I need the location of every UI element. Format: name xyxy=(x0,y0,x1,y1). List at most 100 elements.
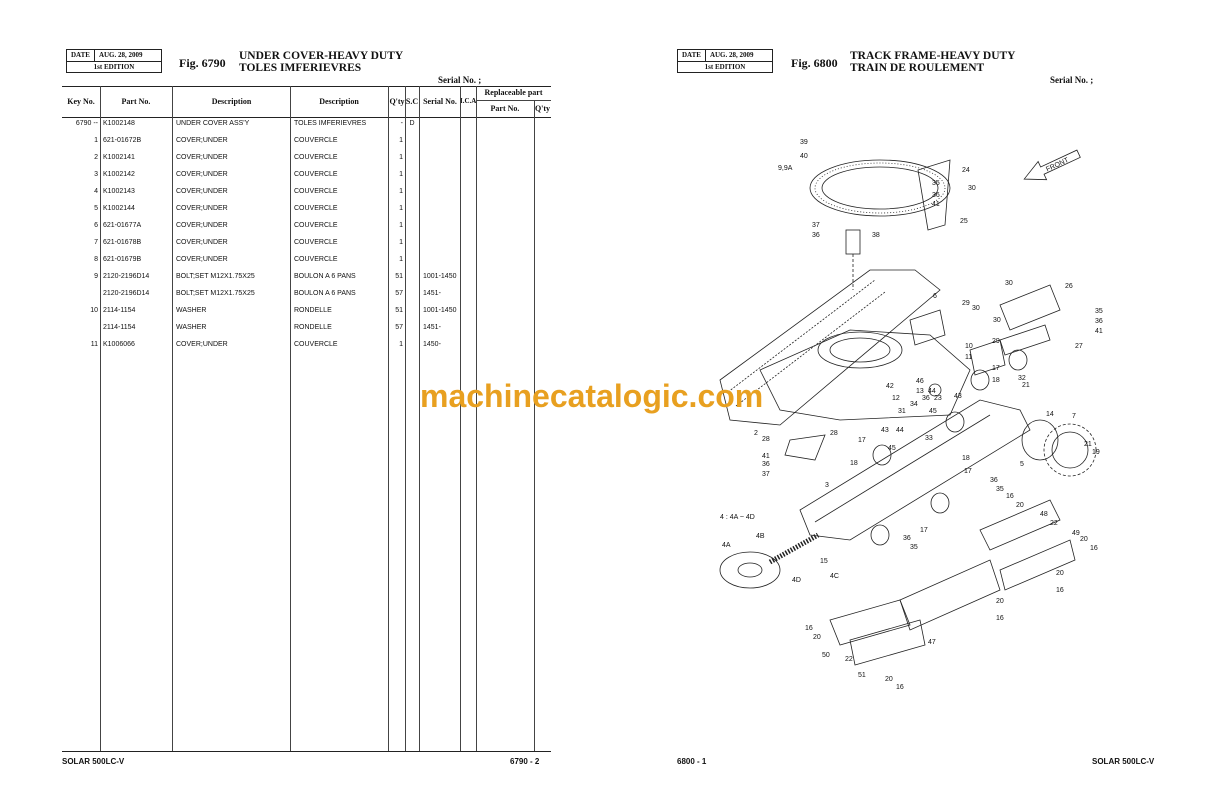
car-body-ring xyxy=(817,331,903,369)
svg-text:49: 49 xyxy=(1072,530,1080,537)
cell-desc-fr: RONDELLE xyxy=(294,324,332,331)
cell-desc-en: COVER;UNDER xyxy=(176,239,228,246)
right-footer-page: 6800 - 1 xyxy=(677,757,707,766)
cell-desc-fr: COUVERCLE xyxy=(294,171,338,178)
bracket-24 xyxy=(917,159,951,231)
cell-qty: 57 xyxy=(395,324,403,331)
svg-text:13: 13 xyxy=(916,388,924,395)
cell-desc-fr: COUVERCLE xyxy=(294,341,338,348)
cell-desc-en: WASHER xyxy=(176,324,207,331)
group-note: 4 : 4A ~ 4D xyxy=(720,514,755,521)
roller-18 xyxy=(872,444,892,466)
col-line xyxy=(419,86,420,751)
svg-text:22: 22 xyxy=(1050,520,1058,527)
cell-desc-en: WASHER xyxy=(176,307,207,314)
roller-32 xyxy=(1008,349,1028,371)
cell-desc-en: COVER;UNDER xyxy=(176,222,228,229)
svg-text:17: 17 xyxy=(858,437,866,444)
car-body xyxy=(759,329,971,421)
svg-text:37: 37 xyxy=(812,222,820,229)
cover-27 xyxy=(999,324,1051,356)
header-rep-qty: Q'ty xyxy=(534,104,551,113)
right-title-fr: TRAIN DE ROULEMENT xyxy=(850,62,985,74)
header-ica: I.C.A xyxy=(460,97,477,105)
svg-text:16: 16 xyxy=(996,615,1004,622)
svg-text:35: 35 xyxy=(1095,308,1103,315)
svg-text:12: 12 xyxy=(892,395,900,402)
svg-text:36: 36 xyxy=(922,395,930,402)
svg-text:36: 36 xyxy=(812,232,820,239)
svg-text:6: 6 xyxy=(933,293,937,300)
cell-qty: 1 xyxy=(399,154,403,161)
svg-text:26: 26 xyxy=(1065,283,1073,290)
svg-text:14: 14 xyxy=(1046,411,1054,418)
header-replaceable: Replaceable part xyxy=(484,88,543,97)
svg-text:35: 35 xyxy=(932,180,940,187)
col-line xyxy=(290,86,291,751)
left-date-box: DATE AUG. 28, 2009 1st EDITION xyxy=(66,49,162,73)
svg-text:10: 10 xyxy=(965,343,973,350)
svg-text:20: 20 xyxy=(885,676,893,683)
svg-text:41: 41 xyxy=(1095,328,1103,335)
right-date-box: DATE AUG. 28, 2009 1st EDITION xyxy=(677,49,773,73)
cell-desc-en: COVER;UNDER xyxy=(176,154,228,161)
cell-key: 9 xyxy=(94,273,98,280)
roller-18b xyxy=(945,411,965,433)
svg-text:36: 36 xyxy=(932,192,940,199)
cell-desc-fr: BOULON A 6 PANS xyxy=(294,273,356,280)
cell-desc-fr: COUVERCLE xyxy=(294,205,338,212)
svg-text:16: 16 xyxy=(805,625,813,632)
svg-text:34: 34 xyxy=(910,401,918,408)
cell-key: 8 xyxy=(94,256,98,263)
right-title: TRACK FRAME-HEAVY DUTY TRAIN DE ROULEMEN… xyxy=(850,50,1015,74)
roller-5 xyxy=(930,492,950,514)
left-footer-page: 6790 - 2 xyxy=(510,757,540,766)
cell-desc-fr: COUVERCLE xyxy=(294,137,338,144)
roller-18c xyxy=(970,369,990,391)
left-title-en: UNDER COVER-HEAVY DUTY xyxy=(239,50,404,62)
header-rep-part-no: Part No. xyxy=(490,104,520,113)
svg-text:45: 45 xyxy=(888,445,896,452)
left-date-value: AUG. 28, 2009 xyxy=(98,51,143,59)
col-line xyxy=(460,86,461,751)
cell-part: 621-01677A xyxy=(103,222,142,229)
svg-text:41: 41 xyxy=(762,453,770,460)
svg-text:20: 20 xyxy=(1080,536,1088,543)
svg-text:47: 47 xyxy=(928,639,936,646)
cell-part: K1002141 xyxy=(103,154,135,161)
cell-qty: 1 xyxy=(399,256,403,263)
svg-text:9,9A: 9,9A xyxy=(778,165,793,172)
svg-text:21: 21 xyxy=(1022,382,1030,389)
svg-text:20: 20 xyxy=(813,634,821,641)
right-footer-model: SOLAR 500LC-V xyxy=(1092,757,1155,766)
cell-part: K1002142 xyxy=(103,171,135,178)
right-date-value: AUG. 28, 2009 xyxy=(709,51,754,59)
svg-text:48: 48 xyxy=(1040,511,1048,518)
svg-text:18: 18 xyxy=(962,455,970,462)
cell-desc-en: COVER;UNDER xyxy=(176,188,228,195)
header-sc: S.C xyxy=(405,97,419,106)
track-guard-49 xyxy=(999,539,1076,591)
cell-sc: D xyxy=(409,120,415,127)
cell-key: 6790 -- xyxy=(75,120,98,127)
svg-text:42: 42 xyxy=(886,383,894,390)
cell-serial: 1001-1450 xyxy=(423,273,457,280)
cell-part: K1002148 xyxy=(103,120,135,127)
cell-part: 621-01678B xyxy=(103,239,142,246)
svg-text:2: 2 xyxy=(754,430,758,437)
cell-part: 621-01672B xyxy=(103,137,142,144)
svg-text:4A: 4A xyxy=(722,542,731,549)
col-line xyxy=(476,86,477,751)
svg-text:36: 36 xyxy=(990,477,998,484)
svg-text:19: 19 xyxy=(1092,449,1100,456)
cell-key: 10 xyxy=(90,307,98,314)
svg-text:43: 43 xyxy=(881,427,889,434)
svg-text:36: 36 xyxy=(762,461,770,468)
cell-desc-en: COVER;UNDER xyxy=(176,205,228,212)
svg-text:21: 21 xyxy=(1084,441,1092,448)
col-line xyxy=(388,86,389,751)
cell-key: 1 xyxy=(94,137,98,144)
cell-qty: 1 xyxy=(399,188,403,195)
cell-desc-en: COVER;UNDER xyxy=(176,137,228,144)
cell-key: 3 xyxy=(94,171,98,178)
